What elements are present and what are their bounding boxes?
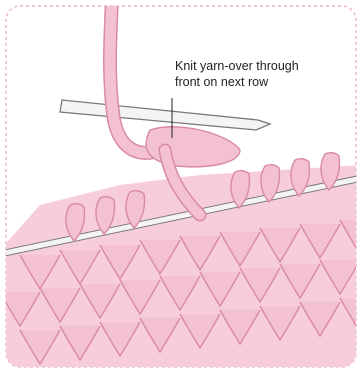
caption: Knit yarn-over through front on next row — [175, 58, 355, 90]
caption-line-1: Knit yarn-over through — [175, 58, 355, 74]
caption-line-2: front on next row — [175, 74, 355, 90]
